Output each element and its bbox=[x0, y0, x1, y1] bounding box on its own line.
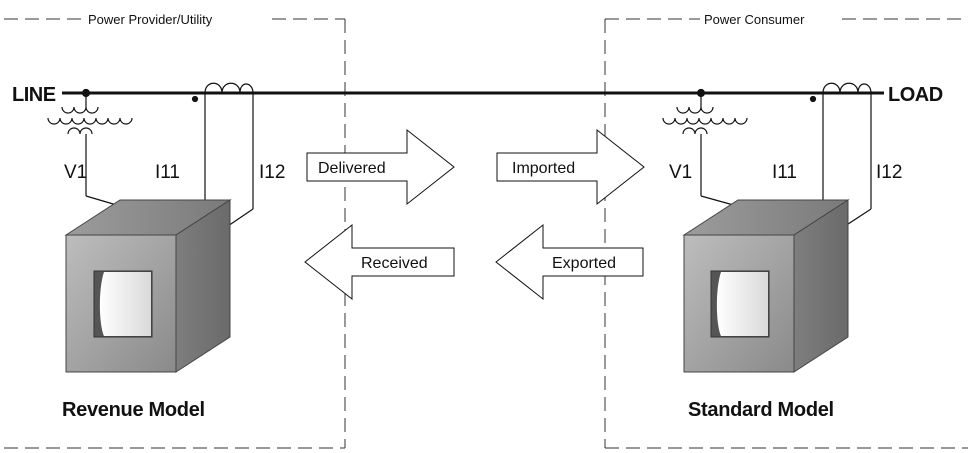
consumer-region-title: Power Consumer bbox=[704, 12, 805, 27]
delivered-arrow: Delivered bbox=[306, 128, 455, 206]
imported-arrow: Imported bbox=[496, 128, 645, 206]
standard-meter-device bbox=[682, 199, 850, 373]
provider-region-title: Power Provider/Utility bbox=[88, 12, 213, 27]
exported-label: Exported bbox=[552, 255, 616, 272]
consumer-i11-label: I11 bbox=[772, 162, 797, 183]
imported-label: Imported bbox=[512, 160, 575, 177]
load-terminal-label: LOAD bbox=[888, 84, 943, 106]
provider-voltage-transformer bbox=[47, 88, 133, 207]
consumer-v1-label: V1 bbox=[669, 162, 692, 183]
consumer-voltage-transformer bbox=[662, 88, 748, 207]
revenue-meter-device bbox=[64, 199, 232, 373]
received-label: Received bbox=[361, 255, 428, 272]
standard-model-label: Standard Model bbox=[688, 399, 834, 421]
provider-i12-label: I12 bbox=[259, 162, 285, 183]
line-terminal-label: LINE bbox=[12, 84, 56, 106]
consumer-region-boundary bbox=[604, 18, 968, 449]
consumer-i12-label: I12 bbox=[876, 162, 902, 183]
exported-arrow: Exported bbox=[495, 223, 644, 301]
provider-v1-label: V1 bbox=[64, 162, 87, 183]
revenue-model-label: Revenue Model bbox=[62, 399, 205, 421]
provider-i11-label: I11 bbox=[155, 162, 180, 183]
delivered-label: Delivered bbox=[318, 160, 386, 177]
received-arrow: Received bbox=[304, 223, 455, 301]
